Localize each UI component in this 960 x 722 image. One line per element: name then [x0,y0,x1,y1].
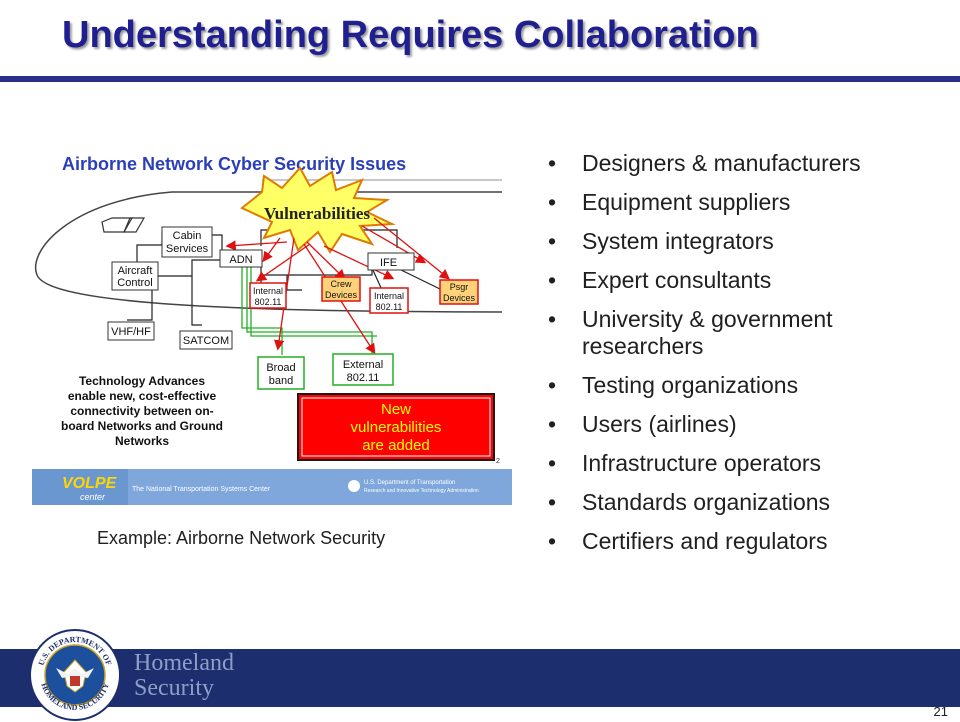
list-item: •University & government researchers [548,306,833,359]
svg-text:Broad: Broad [266,362,295,374]
vulnerability-burst [240,166,396,254]
svg-text:Technology Advances: Technology Advances [79,374,205,388]
slide-number: 21 [933,704,948,719]
cockpit-window-1 [101,217,134,233]
org-name-line-2: Security [134,675,214,701]
svg-text:connectivity between on-: connectivity between on- [70,404,213,418]
svg-text:Devices: Devices [443,293,476,303]
dhs-seal-icon: U.S. DEPARTMENT OF HOMELAND SECURITY [29,629,121,721]
box-external-802-11: External 802.11 [332,353,394,386]
bullet-marker: • [548,450,557,476]
box-aircraft-control: Aircraft Control [111,261,159,291]
svg-text:Aircraft: Aircraft [118,265,153,277]
bullet-marker: • [548,150,557,176]
vulnerability-label: Vulnerabilities [264,204,370,223]
dot-logo-icon [348,480,360,492]
org-name-line-1: Homeland [134,650,234,676]
cockpit-window-2 [123,217,146,233]
svg-text:802.11: 802.11 [376,302,403,312]
volpe-banner-text: The National Transportation Systems Cent… [132,486,271,493]
volpe-logo-text: VOLPE [62,475,118,492]
bullet-marker: • [548,267,557,293]
list-item: •System integrators [548,228,774,254]
list-item: •Equipment suppliers [548,189,791,215]
box-ife: IFE [367,252,415,271]
box-vhf-hf: VHF/HF [107,321,155,341]
footer-band [0,649,960,707]
box-broadband: Broad band [257,356,305,390]
list-item: •Users (airlines) [548,411,737,437]
bullet-marker: • [548,228,557,254]
list-item: •Designers & manufacturers [548,150,861,176]
svg-text:Cabin: Cabin [173,230,202,242]
svg-text:SATCOM: SATCOM [183,335,229,347]
svg-text:IFE: IFE [380,257,397,269]
diagram-heading: Airborne Network Cyber Security Issues [62,154,406,174]
new-vulnerabilities-box: New vulnerabilities are added [297,393,495,461]
svg-text:New: New [381,401,411,418]
svg-text:Crew: Crew [330,279,352,289]
footer-white-strip [0,707,960,720]
svg-text:Networks: Networks [115,434,169,448]
figure-caption: Example: Airborne Network Security [97,528,386,548]
svg-text:Services: Services [166,243,209,255]
svg-text:802.11: 802.11 [347,372,380,384]
volpe-banner: VOLPE center The National Transportation… [32,469,512,505]
box-adn: ADN [219,249,263,268]
svg-text:Internal: Internal [374,291,404,301]
list-item: •Certifiers and regulators [548,528,828,554]
slide-title: Understanding Requires Collaboration [62,14,759,56]
tech-advances-text: Technology Advances enable new, cost-eff… [61,374,223,448]
fuselage-outline [34,191,503,313]
svg-text:External: External [343,359,383,371]
svg-text:Devices: Devices [325,290,358,300]
bullet-marker: • [548,489,557,515]
box-cabin-services: Cabin Services [161,226,213,258]
dot-line-1: U.S. Department of Transportation [364,480,455,486]
airborne-network-figure: Airborne Network Cyber Security Issues [32,140,512,505]
title-underline [0,76,960,82]
footnote-marker: 2 [496,458,500,465]
svg-text:Psgr: Psgr [450,282,469,292]
svg-text:Internal: Internal [253,286,283,296]
list-item: •Standards organizations [548,489,831,515]
stakeholder-list: •Designers & manufacturers •Equipment su… [548,150,928,567]
box-crew-devices: Crew Devices [321,276,361,302]
box-internal-802-11-psgr: Internal 802.11 [369,287,409,314]
bullet-marker: • [548,411,557,437]
svg-text:VHF/HF: VHF/HF [111,326,151,338]
svg-text:ADN: ADN [229,254,252,266]
svg-text:Control: Control [117,277,152,289]
list-item: •Infrastructure operators [548,450,822,476]
svg-text:vulnerabilities: vulnerabilities [351,419,442,436]
bullet-marker: • [548,306,557,332]
volpe-logo-center: center [80,492,106,502]
list-item: •Testing organizations [548,372,799,398]
dot-line-2: Research and Innovative Technology Admin… [364,488,479,494]
list-item: •Expert consultants [548,267,772,293]
box-psgr-devices: Psgr Devices [439,279,479,305]
box-internal-802-11-crew: Internal 802.11 [249,282,287,309]
svg-text:enable new, cost-effective: enable new, cost-effective [68,389,217,403]
svg-text:are added: are added [362,437,430,454]
svg-text:band: band [269,375,293,387]
svg-text:802.11: 802.11 [255,297,282,307]
bullet-marker: • [548,189,557,215]
bullet-marker: • [548,372,557,398]
bullet-marker: • [548,528,557,554]
box-satcom: SATCOM [179,330,233,350]
network-diagram: Airborne Network Cyber Security Issues [32,154,512,505]
svg-text:board Networks and Ground: board Networks and Ground [61,419,223,433]
